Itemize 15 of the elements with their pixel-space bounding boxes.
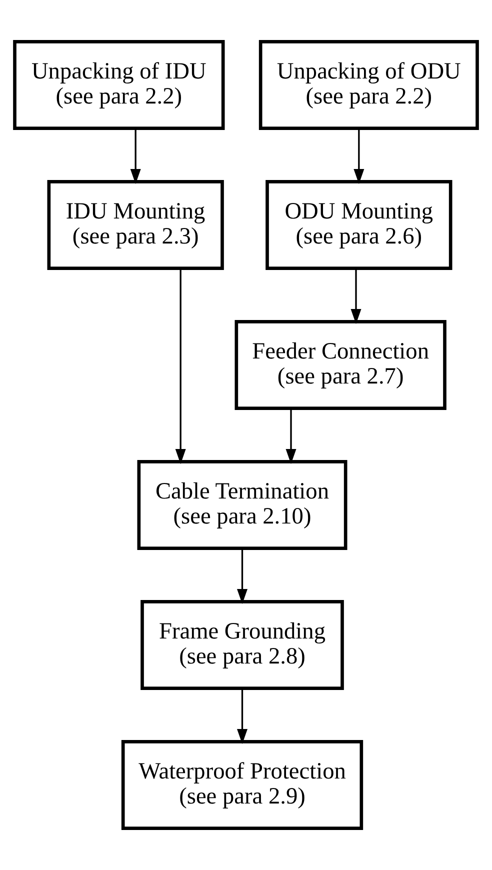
arrow	[286, 408, 296, 464]
node-box: Frame Grounding (see para 2.8)	[140, 600, 344, 690]
node-box: ODU Mounting (see para 2.6)	[266, 180, 452, 270]
node-box: Cable Termination (see para 2.10)	[137, 460, 348, 550]
node-box: Unpacking of ODU (see para 2.2)	[258, 40, 479, 130]
arrow	[237, 548, 248, 604]
node-box: Unpacking of IDU (see para 2.2)	[13, 40, 225, 130]
arrow	[130, 128, 141, 184]
arrow	[237, 688, 248, 744]
arrow	[350, 268, 362, 324]
arrow	[175, 268, 186, 464]
arrow	[354, 128, 364, 184]
node-box: Feeder Connection (see para 2.7)	[234, 320, 446, 410]
node-box: IDU Mounting (see para 2.3)	[47, 180, 224, 270]
node-box: Waterproof Protection (see para 2.9)	[121, 740, 364, 830]
